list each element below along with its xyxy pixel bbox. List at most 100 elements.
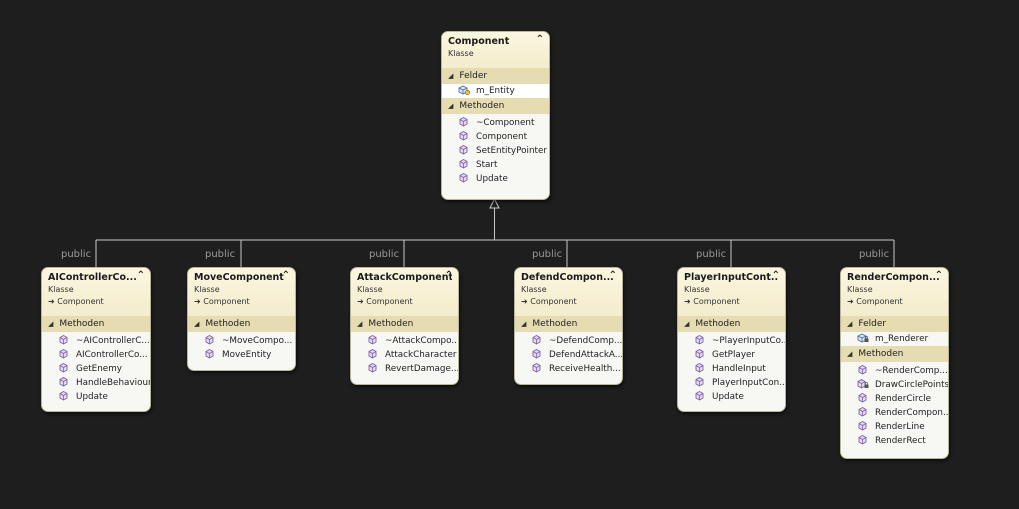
- class-playerinput-controller[interactable]: PlayerInputCont... Klasse ➜ Component ⌃ …: [677, 267, 786, 412]
- method-cube-icon: [856, 434, 869, 445]
- method-item[interactable]: ~RenderComp...: [841, 364, 948, 378]
- expand-triangle-icon: ◢: [194, 320, 200, 328]
- section-label: Methoden: [695, 319, 741, 329]
- method-name: ~AttackCompo...: [385, 336, 458, 346]
- class-header: Component Klasse ⌃: [442, 32, 549, 68]
- section-methods[interactable]: ◢Methoden: [442, 98, 549, 114]
- class-attack-component[interactable]: AttackComponent Klasse ➜ Component ⌃ ◢Me…: [350, 267, 459, 385]
- section-methods[interactable]: ◢Methoden: [351, 316, 458, 332]
- method-name: MoveEntity: [222, 350, 272, 360]
- collapse-chevron-icon[interactable]: ⌃: [771, 270, 780, 281]
- method-item[interactable]: Update: [442, 172, 549, 186]
- collapse-chevron-icon[interactable]: ⌃: [136, 270, 145, 281]
- method-item[interactable]: Update: [678, 390, 785, 404]
- method-item[interactable]: GetEnemy: [42, 362, 150, 376]
- method-item[interactable]: Start: [442, 158, 549, 172]
- field-name: m_Renderer: [875, 334, 929, 344]
- class-component[interactable]: Component Klasse ⌃ ◢ Felder m_Entity ◢Met…: [441, 31, 550, 200]
- method-name: RenderRect: [875, 436, 926, 446]
- method-name: SetEntityPointer: [476, 146, 547, 156]
- collapse-chevron-icon[interactable]: ⌃: [934, 270, 943, 281]
- section-label: Felder: [459, 71, 488, 81]
- method-cube-icon: [57, 362, 70, 373]
- method-name: DefendAttackA...: [549, 350, 622, 360]
- class-render-component[interactable]: RenderCompon... Klasse ➜ Component ⌃ ◢Fe…: [840, 267, 949, 459]
- method-name: Component: [476, 132, 528, 142]
- method-name: HandleBehaviour: [76, 378, 150, 388]
- method-list: ~AttackCompo... AttackCharacter RevertDa…: [351, 332, 458, 379]
- expand-triangle-icon: ◢: [847, 350, 853, 358]
- method-item[interactable]: ~PlayerInputCo...: [678, 334, 785, 348]
- class-title: DefendCompon...: [521, 272, 614, 283]
- method-name: AttackCharacter: [385, 350, 457, 360]
- class-defend-component[interactable]: DefendCompon... Klasse ➜ Component ⌃ ◢Me…: [514, 267, 623, 385]
- method-item[interactable]: SetEntityPointer: [442, 144, 549, 158]
- method-item[interactable]: ~DefendComp...: [515, 334, 622, 348]
- method-item[interactable]: MoveEntity: [188, 348, 295, 362]
- base-class-name: Component: [693, 297, 740, 306]
- method-item[interactable]: ~Component: [442, 116, 549, 130]
- expand-triangle-icon: ◢: [684, 320, 690, 328]
- base-class-name: Component: [57, 297, 104, 306]
- method-item[interactable]: HandleInput: [678, 362, 785, 376]
- expand-triangle-icon: ◢: [448, 72, 454, 80]
- expand-triangle-icon: ◢: [357, 320, 363, 328]
- method-cube-icon: [530, 348, 543, 359]
- section-methods[interactable]: ◢Methoden: [188, 316, 295, 332]
- method-item[interactable]: RenderLine: [841, 420, 948, 434]
- collapse-chevron-icon[interactable]: ⌃: [444, 270, 453, 281]
- method-item[interactable]: ReceiveHealth...: [515, 362, 622, 376]
- field-item[interactable]: m_Entity: [442, 84, 549, 98]
- section-label: Methoden: [858, 349, 904, 359]
- section-fields[interactable]: ◢Felder: [841, 316, 948, 332]
- collapse-chevron-icon[interactable]: ⌃: [281, 270, 290, 281]
- method-item[interactable]: PlayerInputCon...: [678, 376, 785, 390]
- method-cube-icon: [530, 334, 543, 345]
- class-title: Component: [448, 36, 510, 47]
- method-cube-icon: [457, 158, 470, 169]
- method-item[interactable]: Update: [42, 390, 150, 404]
- method-item[interactable]: HandleBehaviour: [42, 376, 150, 390]
- class-header: AttackComponent Klasse ➜ Component ⌃: [351, 268, 458, 316]
- method-cube-icon: [693, 348, 706, 359]
- method-item[interactable]: RenderCompon...: [841, 406, 948, 420]
- method-list: ~RenderComp... DrawCirclePoints RenderCi…: [841, 362, 948, 451]
- class-title: AttackComponent: [357, 272, 452, 283]
- field-item[interactable]: m_Renderer: [841, 332, 948, 346]
- method-item[interactable]: AttackCharacter: [351, 348, 458, 362]
- public-label-move: public: [205, 249, 236, 260]
- method-item[interactable]: GetPlayer: [678, 348, 785, 362]
- method-item[interactable]: ~MoveCompo...: [188, 334, 295, 348]
- method-cube-icon: [203, 348, 216, 359]
- collapse-chevron-icon[interactable]: ⌃: [608, 270, 617, 281]
- method-name: RevertDamage...: [385, 364, 458, 374]
- section-methods[interactable]: ◢Methoden: [515, 316, 622, 332]
- method-item[interactable]: RevertDamage...: [351, 362, 458, 376]
- inherit-arrow-icon: ➜: [357, 297, 367, 306]
- collapse-chevron-icon[interactable]: ⌃: [535, 34, 544, 45]
- section-methods[interactable]: ◢Methoden: [42, 316, 150, 332]
- method-item[interactable]: Component: [442, 130, 549, 144]
- method-item[interactable]: ~AIControllerC...: [42, 334, 150, 348]
- class-header: AIControllerCo... Klasse ➜ Component ⌃: [42, 268, 150, 316]
- method-item[interactable]: AIControllerCo...: [42, 348, 150, 362]
- class-kind: Klasse: [357, 285, 383, 294]
- method-list: ~AIControllerC... AIControllerCo... GetE…: [42, 332, 150, 407]
- base-class-name: Component: [203, 297, 250, 306]
- method-item[interactable]: RenderRect: [841, 434, 948, 448]
- class-header: PlayerInputCont... Klasse ➜ Component ⌃: [678, 268, 785, 316]
- method-item[interactable]: DrawCirclePoints: [841, 378, 948, 392]
- public-label-aicontroller: public: [61, 249, 92, 260]
- class-aicontroller-component[interactable]: AIControllerCo... Klasse ➜ Component ⌃ ◢…: [41, 267, 151, 412]
- method-item[interactable]: DefendAttackA...: [515, 348, 622, 362]
- section-methods[interactable]: ◢ Methoden: [678, 316, 785, 332]
- method-item[interactable]: ~AttackCompo...: [351, 334, 458, 348]
- method-name: ReceiveHealth...: [549, 364, 621, 374]
- public-label-playerinput: public: [696, 249, 727, 260]
- class-move-component[interactable]: MoveComponent Klasse ➜ Component ⌃ ◢Meth…: [187, 267, 296, 371]
- section-fields[interactable]: ◢ Felder: [442, 68, 549, 84]
- section-label: Methoden: [459, 101, 505, 111]
- method-item[interactable]: RenderCircle: [841, 392, 948, 406]
- method-list: ~DefendComp... DefendAttackA... ReceiveH…: [515, 332, 622, 379]
- section-methods[interactable]: ◢ Methoden: [841, 346, 948, 362]
